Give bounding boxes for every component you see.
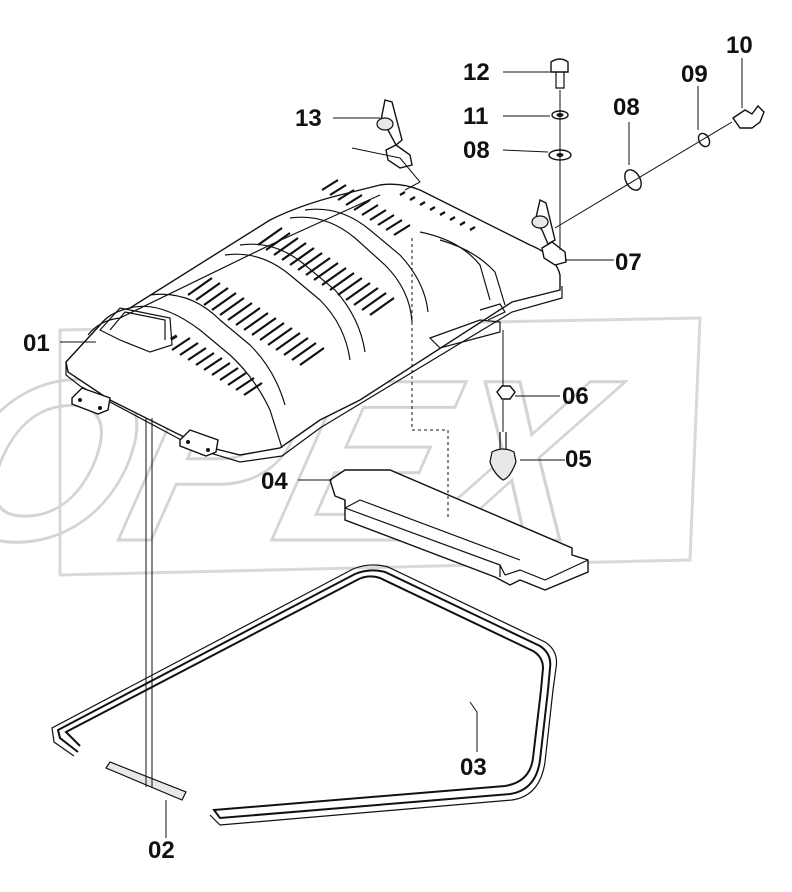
- callout-07: 07: [615, 249, 642, 276]
- washer-09: [697, 132, 711, 148]
- cover-assembly: [65, 179, 563, 463]
- vent-slots: [171, 179, 476, 396]
- callout-10: 10: [726, 32, 753, 59]
- bolt-10: [732, 104, 765, 129]
- gasket-frame: [51, 564, 558, 826]
- callout-01: 01: [23, 330, 50, 357]
- callout-03: 03: [460, 754, 487, 781]
- callout-12: 12: [463, 59, 490, 86]
- bumper-05: [489, 432, 517, 481]
- callout-11: 11: [463, 103, 488, 130]
- callout-13: 13: [295, 105, 322, 132]
- callout-06: 06: [562, 383, 589, 410]
- callout-08-right: 08: [613, 94, 640, 121]
- nut-06: [496, 385, 516, 400]
- callout-04: 04: [261, 468, 288, 495]
- hinge-left: [71, 387, 111, 415]
- latch-right: [531, 198, 567, 266]
- callout-08-upper: 08: [463, 137, 490, 164]
- callout-09: 09: [681, 61, 708, 88]
- hinge-right: [179, 429, 219, 457]
- callout-labels: 01 02 03 04 05 06 07 08 08 09 10 11 12 1…: [23, 32, 753, 864]
- callout-05: 05: [565, 446, 592, 473]
- latch-left: [376, 99, 413, 169]
- callout-02: 02: [148, 837, 175, 864]
- bolt-12: [550, 58, 569, 89]
- washer-08-right: [624, 169, 642, 191]
- leader-lines: [60, 58, 743, 838]
- assembly-lines: [145, 90, 733, 787]
- pad: [329, 469, 589, 591]
